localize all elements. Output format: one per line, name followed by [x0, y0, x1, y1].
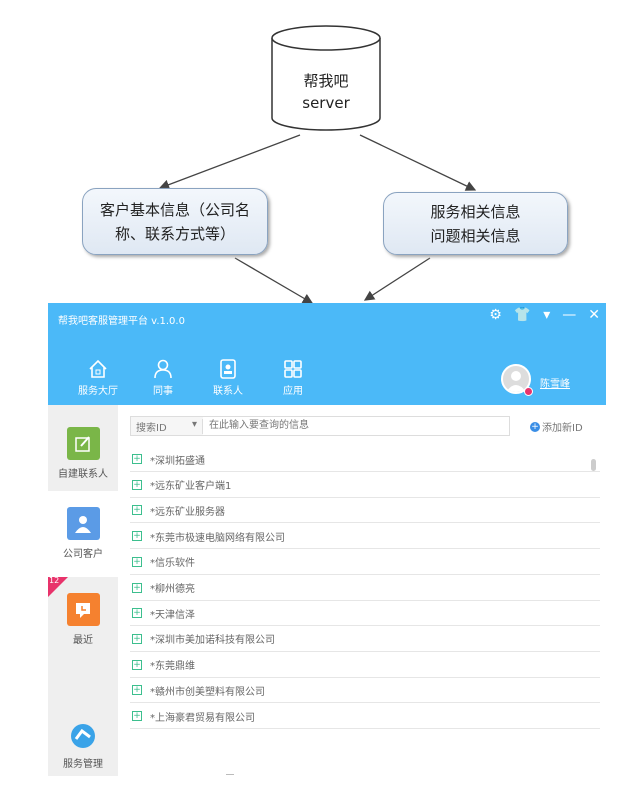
- expand-icon[interactable]: +: [132, 531, 142, 542]
- expand-icon[interactable]: +: [132, 479, 142, 490]
- list-item[interactable]: + *深圳拓盛通: [130, 447, 600, 472]
- search-type-select[interactable]: 搜索ID ▾: [131, 418, 203, 434]
- company-name: *深圳拓盛通: [150, 455, 205, 467]
- server-cylinder: [271, 25, 381, 131]
- skin-icon[interactable]: 👕: [513, 307, 532, 323]
- company-name: *深圳市美加诺科技有限公司: [150, 635, 275, 647]
- nav-label: 联系人: [213, 386, 243, 397]
- title-bar: 帮我吧客服管理平台 v.1.0.0 ⚙ 👕 ▾ — ✕ 服务大厅 同事 联系人 …: [48, 303, 606, 405]
- unread-count: 12: [49, 576, 60, 585]
- list-item[interactable]: + *深圳市美加诺科技有限公司: [130, 627, 600, 652]
- sidebar-item-service-management[interactable]: 服务管理: [48, 723, 118, 770]
- list-item[interactable]: + *柳州德亮: [130, 576, 600, 601]
- nav-label: 服务大厅: [78, 386, 118, 397]
- list-item[interactable]: + *上海豪君贸易有限公司: [130, 704, 600, 729]
- app-window: 帮我吧客服管理平台 v.1.0.0 ⚙ 👕 ▾ — ✕ 服务大厅 同事 联系人 …: [48, 303, 606, 776]
- service-info-text: 服务相关信息: [430, 202, 521, 221]
- sidebar-label: 服务管理: [63, 759, 103, 770]
- home-icon: [89, 359, 107, 378]
- add-id-label: 添加新ID: [542, 423, 583, 434]
- customer-info-box: 客户基本信息（公司名称、联系方式等）: [82, 188, 268, 255]
- sidebar-label: 最近: [73, 635, 93, 646]
- sidebar-label: 自建联系人: [58, 469, 108, 480]
- expand-icon[interactable]: +: [132, 505, 142, 516]
- arrow: [158, 134, 301, 190]
- expand-icon[interactable]: +: [132, 582, 142, 593]
- settings-icon[interactable]: ⚙: [489, 307, 502, 323]
- customer-icon: [66, 507, 100, 540]
- company-name: *远东矿业客户端1: [150, 481, 232, 493]
- company-name: *远东矿业服务器: [150, 506, 225, 518]
- expand-icon[interactable]: +: [132, 711, 142, 721]
- sidebar-item-self-contacts[interactable]: 自建联系人: [48, 427, 118, 480]
- expand-icon[interactable]: +: [132, 685, 142, 696]
- list-item[interactable]: + *东莞市极速电脑网络有限公司: [130, 524, 600, 550]
- company-name: *天津信泽: [150, 609, 195, 621]
- diagram-connectors: [158, 25, 477, 304]
- apps-grid-icon: [284, 360, 302, 378]
- arrow: [363, 257, 431, 301]
- arrow: [359, 134, 477, 191]
- company-name: *赣州市创美塑料有限公司: [150, 686, 265, 698]
- sidebar-item-recent[interactable]: 最近: [48, 593, 118, 646]
- list-item[interactable]: + *远东矿业客户端1: [130, 473, 600, 498]
- recent-chat-icon: [66, 593, 100, 626]
- app-title: 帮我吧客服管理平台 v.1.0.0: [58, 316, 185, 327]
- expand-icon[interactable]: +: [132, 659, 142, 670]
- add-icon: +: [530, 421, 540, 432]
- list-item[interactable]: + *东莞鼎维: [130, 653, 600, 678]
- service-management-icon: [71, 724, 95, 748]
- contacts-book-icon: [220, 359, 236, 379]
- nav-apps[interactable]: 应用: [268, 358, 318, 397]
- close-icon[interactable]: ✕: [588, 307, 600, 323]
- sidebar-item-company-customers[interactable]: 公司客户: [48, 491, 118, 577]
- person-icon: [154, 359, 172, 379]
- add-id-button[interactable]: +添加新ID: [530, 419, 583, 434]
- nav-contacts[interactable]: 联系人: [203, 358, 253, 397]
- company-name: *上海豪君贸易有限公司: [150, 712, 255, 724]
- nav-label: 应用: [283, 386, 303, 397]
- nav-service-hall[interactable]: 服务大厅: [73, 358, 123, 397]
- customer-info-text: 客户基本信息（公司名称、联系方式等）: [99, 200, 250, 243]
- service-info-box: 服务相关信息问题相关信息: [383, 192, 568, 255]
- search-bar: 搜索ID ▾ 在此输入要查询的信息: [130, 416, 510, 436]
- arrow: [234, 257, 314, 304]
- nav-label: 同事: [153, 386, 173, 397]
- server-name: 帮我吧: [303, 72, 349, 90]
- chevron-down-icon: ▾: [191, 418, 197, 430]
- company-name: *东莞市极速电脑网络有限公司: [150, 532, 285, 544]
- busy-status-icon: [524, 387, 533, 396]
- company-name: *信乐软件: [150, 558, 195, 570]
- expand-icon[interactable]: +: [132, 633, 142, 644]
- company-name: *东莞鼎维: [150, 661, 195, 673]
- expand-icon[interactable]: +: [132, 608, 142, 619]
- list-item[interactable]: + *远东矿业服务器: [130, 498, 600, 524]
- sidebar: 自建联系人 公司客户 12 最近 服务管理: [48, 405, 118, 776]
- problem-info-text: 问题相关信息: [430, 226, 521, 245]
- nav-colleagues[interactable]: 同事: [138, 358, 188, 397]
- server-label: 帮我吧 server: [272, 70, 380, 114]
- list-item[interactable]: + *信乐软件: [130, 550, 600, 575]
- list-item[interactable]: + *天津信泽: [130, 601, 600, 627]
- search-type-value: 搜索ID: [136, 422, 167, 434]
- expand-icon[interactable]: +: [132, 556, 142, 567]
- menu-icon[interactable]: ▾: [543, 307, 551, 323]
- scrollbar[interactable]: [591, 459, 596, 471]
- search-input[interactable]: 在此输入要查询的信息: [203, 417, 509, 435]
- sidebar-label: 公司客户: [63, 549, 103, 560]
- expand-icon[interactable]: +: [132, 454, 142, 464]
- minimize-icon[interactable]: —: [562, 307, 577, 323]
- user-name[interactable]: 陈雪峰: [540, 379, 570, 390]
- server-type: server: [302, 94, 350, 112]
- unread-badge: [48, 577, 68, 597]
- divider: [226, 774, 234, 775]
- company-name: *柳州德亮: [150, 584, 195, 595]
- list-item[interactable]: + *赣州市创美塑料有限公司: [130, 678, 600, 704]
- edit-icon: [66, 427, 100, 460]
